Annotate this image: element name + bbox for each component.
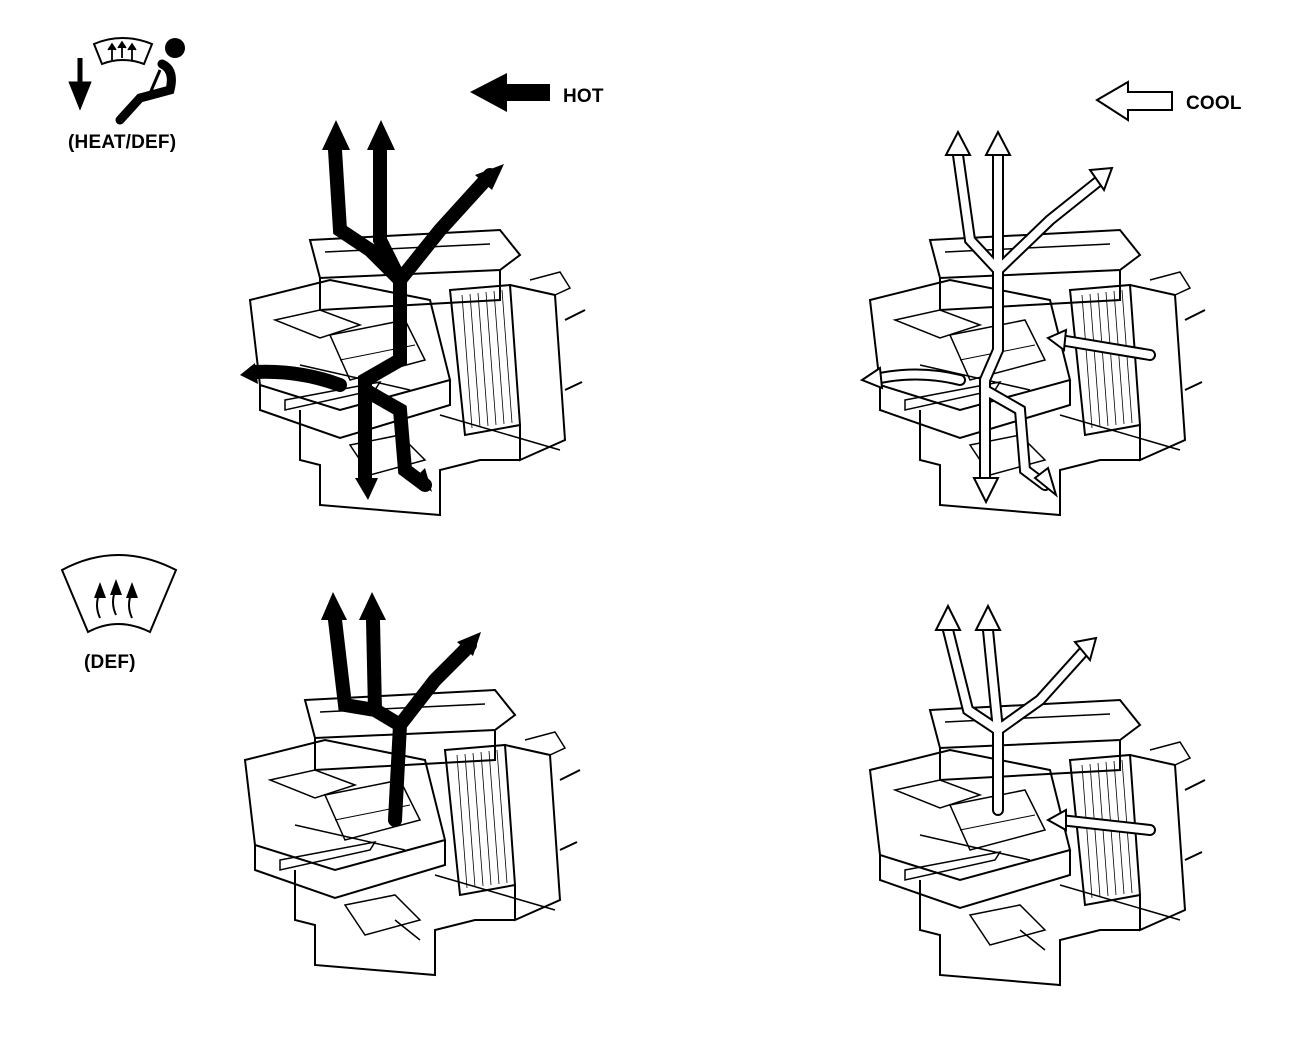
- heater-unit-heatdef-cool: [859, 129, 1206, 516]
- hot-legend-arrow: [470, 73, 550, 112]
- cool-legend-label: COOL: [1186, 93, 1242, 114]
- heat-def-mode-icon: [68, 37, 185, 125]
- defrost-mode-icon: [60, 554, 178, 634]
- heater-unit-def-hot: [244, 592, 581, 976]
- heat-def-mode-label: (HEAT/DEF): [68, 132, 177, 153]
- cool-legend-arrow: [1095, 80, 1173, 122]
- heater-unit-heatdef-hot: [240, 120, 586, 516]
- hot-airflow-arrows: [328, 613, 477, 827]
- hot-airflow-arrows: [248, 143, 497, 492]
- hot-legend-label: HOT: [563, 86, 604, 107]
- heater-unit-def-cool: [869, 603, 1206, 986]
- def-mode-label: (DEF): [84, 652, 136, 673]
